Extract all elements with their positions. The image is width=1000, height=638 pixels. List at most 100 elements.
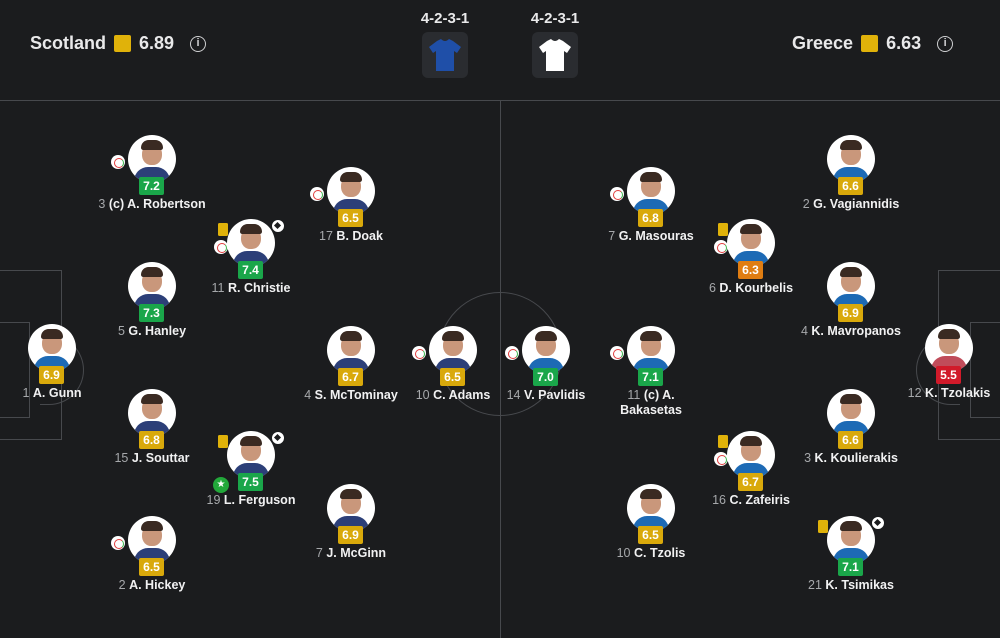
player-avatar [827,389,875,437]
rating-square-icon [861,35,879,52]
substitution-icon [214,240,228,254]
lineup-header: Scotland 6.89 i Greece 6.63 i 4-2-3-1 4-… [0,0,1000,100]
substitution-icon [111,155,125,169]
player-avatar [227,431,275,479]
player-name: 16 C. Zafeiris [712,493,790,507]
player-shirt-number: 14 [506,388,524,402]
home-team-rating: 6.89 [139,33,175,53]
player-name: 7 J. McGinn [315,546,387,560]
yellow-card-icon [218,223,228,236]
player-rating-badge: 6.5 [338,209,363,227]
player-name: 21 K. Tsimikas [808,578,894,592]
player-shirt-number: 4 [800,324,812,338]
player-shirt-number: 6 [708,281,720,295]
player-shirt-number: 7 [608,229,619,243]
player-avatar [727,431,775,479]
player-shirt-number: 11 [211,281,228,295]
home-kit-icon [422,32,468,78]
player-name: 4 S. McTominay [304,388,398,402]
player-avatar [327,484,375,532]
player-avatar [627,167,675,215]
player-name: 11 R. Christie [211,281,291,295]
player-rating-badge: 6.7 [738,473,763,491]
home-goal-area [0,322,30,418]
player-rating-badge: 6.9 [338,526,363,544]
player-name: 10 C. Adams [415,388,491,402]
away-team-summary: Greece 6.63 i [792,33,954,54]
player-shirt-number: 12 [907,386,926,400]
home-formation: 4-2-3-1 [420,10,470,27]
player-rating-badge: 7.0 [533,368,558,386]
player-name: 15 J. Souttar [114,451,190,465]
substitution-icon [610,346,624,360]
player-shirt-number: 17 [319,229,337,243]
player-avatar [522,326,570,374]
goal-ball-icon [271,219,285,233]
player-rating-badge: 6.5 [440,368,465,386]
player-shirt-number: 15 [114,451,132,465]
home-team-name: Scotland [30,33,107,53]
player-avatar [128,389,176,437]
player-avatar [827,516,875,564]
player-avatar [28,324,76,372]
player-name: 6 D. Kourbelis [708,281,794,295]
player-shirt-number: 21 [808,578,826,592]
player-avatar [128,135,176,183]
player-shirt-number: 7 [315,546,327,560]
player-rating-badge: 6.5 [139,558,164,576]
player-shirt-number: 4 [304,388,315,402]
player-rating-badge: 7.3 [139,304,164,322]
player-name: 2 A. Hickey [118,578,186,592]
player-shirt-number: 3 [804,451,815,465]
player-shirt-number: 5 [117,324,129,338]
player-name: 19 L. Ferguson [206,493,296,507]
player-avatar [128,262,176,310]
goal-ball-icon [271,431,285,445]
info-icon[interactable]: i [937,35,954,52]
player-avatar [925,324,973,372]
player-shirt-number: 1 [22,386,33,400]
player-avatar [227,219,275,267]
yellow-card-icon [718,223,728,236]
substitution-icon [111,536,125,550]
player-name: 17 B. Doak [319,229,383,243]
player-avatar [128,516,176,564]
player-shirt-number: 10 [415,388,434,402]
player-name: 10 C. Tzolis [616,546,686,560]
player-rating-badge: 7.1 [838,558,863,576]
yellow-card-icon [218,435,228,448]
player-rating-badge: 6.5 [638,526,663,544]
player-name: 5 G. Hanley [117,324,187,338]
player-rating-badge: 7.5 [238,473,263,491]
player-name: 3 (c) A. Robertson [98,197,206,211]
yellow-card-icon [718,435,728,448]
player-rating-badge: 6.7 [338,368,363,386]
substitution-icon [412,346,426,360]
away-formation: 4-2-3-1 [530,10,580,27]
home-team-summary: Scotland 6.89 i [30,33,207,54]
player-name: 4 K. Mavropanos [800,324,902,338]
player-avatar [727,219,775,267]
player-shirt-number: 2 [802,197,814,211]
away-team-rating: 6.63 [886,33,922,53]
substitution-icon [505,346,519,360]
player-rating-badge: 6.6 [838,177,863,195]
player-shirt-number: 19 [206,493,224,507]
away-team-name: Greece [792,33,854,53]
player-shirt-number: 11 [627,388,644,402]
player-name: 11 (c) A. Bakasetas [620,388,682,417]
star-icon: ★ [213,477,229,493]
away-kit-icon [532,32,578,78]
player-rating-badge: 7.2 [139,177,164,195]
player-rating-badge: 6.9 [838,304,863,322]
player-shirt-number: 2 [118,578,130,592]
yellow-card-icon [818,520,828,533]
player-rating-badge: 6.8 [139,431,164,449]
player-name: 1 A. Gunn [22,386,82,400]
player-name: 12 K. Tzolakis [907,386,991,400]
info-icon[interactable]: i [190,35,207,52]
player-avatar [327,167,375,215]
player-name: 14 V. Pavlidis [506,388,586,402]
player-rating-badge: 6.8 [638,209,663,227]
substitution-icon [714,240,728,254]
